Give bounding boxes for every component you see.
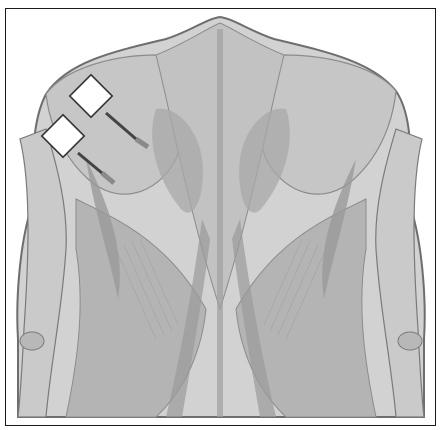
left-elbow (20, 332, 44, 350)
back-muscles-illustration (6, 9, 435, 425)
right-elbow (398, 332, 422, 350)
figure-frame (5, 8, 436, 426)
